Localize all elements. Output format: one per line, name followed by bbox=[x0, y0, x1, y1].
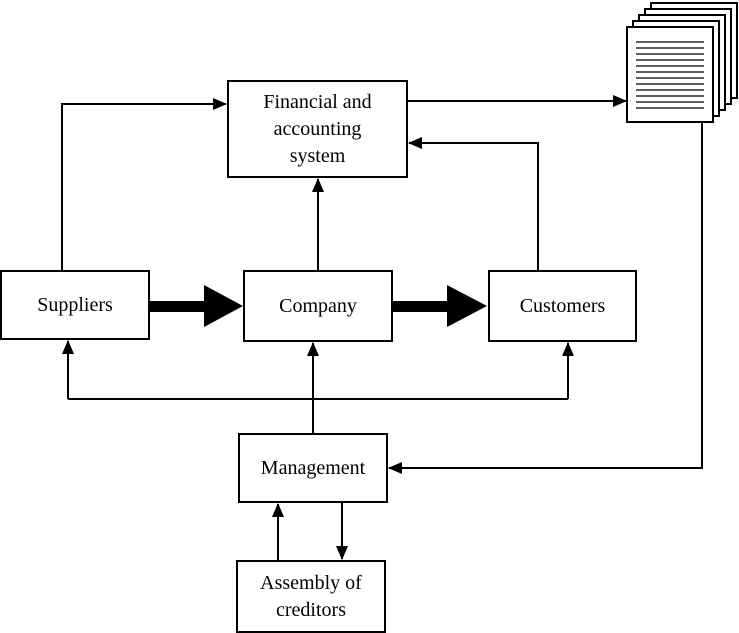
management-box: Management bbox=[238, 433, 388, 503]
thick-arrow-company-to-customers bbox=[393, 285, 487, 327]
management-label: Management bbox=[260, 456, 366, 479]
document-stack-icon bbox=[626, 2, 738, 123]
assembly-of-creditors-label: Assembly of creditors bbox=[260, 571, 362, 621]
arrow-reports-to-management bbox=[388, 122, 703, 474]
customers-label: Customers bbox=[519, 294, 606, 317]
suppliers-label: Suppliers bbox=[37, 293, 113, 316]
financial-accounting-system-box: Financial and accounting system bbox=[227, 80, 408, 178]
thick-arrow-suppliers-to-company bbox=[150, 285, 243, 327]
financial-accounting-system-label: Financial and accounting system bbox=[263, 90, 372, 167]
company-label: Company bbox=[279, 294, 357, 317]
suppliers-box: Suppliers bbox=[0, 270, 150, 340]
company-box: Company bbox=[243, 270, 393, 342]
document-lines bbox=[636, 41, 704, 109]
arrow-customers-to-financial bbox=[408, 137, 539, 270]
arrow-suppliers-to-financial bbox=[61, 98, 227, 270]
assembly-of-creditors-box: Assembly of creditors bbox=[236, 560, 386, 633]
customers-box: Customers bbox=[488, 270, 637, 342]
